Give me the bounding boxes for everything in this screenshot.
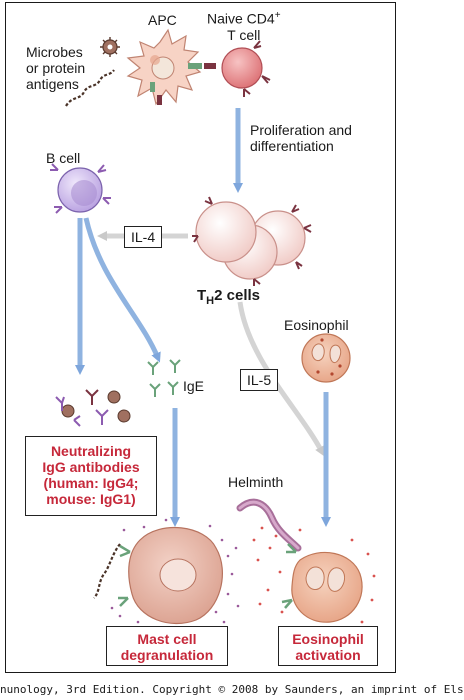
eosinophil-label: Eosinophil (284, 317, 349, 333)
th2-cells-label: TH2 cells (197, 287, 260, 308)
helminth-worm (236, 498, 302, 552)
microbes-label: Microbes or protein antigens (26, 44, 86, 92)
b-cell (50, 163, 111, 214)
neutralizing-igg-outcome: Neutralizing IgG antibodies (human: IgG4… (25, 436, 157, 516)
copyright-footer: nunology, 3rd Edition. Copyright © 2008 … (0, 683, 464, 696)
helminth-label: Helminth (228, 474, 284, 490)
th2-cells-cluster (192, 196, 312, 286)
proliferation-label: Proliferation and differentiation (250, 122, 352, 154)
diagram-canvas (50, 28, 376, 638)
apc-label: APC (148, 12, 177, 28)
mast-cell (93, 526, 223, 625)
ige-antibodies (147, 359, 181, 397)
microbe-icon (100, 37, 120, 57)
il4-label: IL-4 (124, 226, 163, 248)
il5-label: IL-5 (240, 369, 279, 391)
eosinophil-cell (301, 333, 351, 383)
arrow-bcell-to-ige (83, 217, 161, 363)
mhc-tcr-complex (150, 63, 216, 105)
activated-eosinophil (281, 543, 363, 623)
protein-antigen-strand (65, 69, 115, 107)
naive-t-cell (221, 40, 271, 97)
apc-cell (126, 28, 202, 106)
eosinophil-activation-outcome: Eosinophil activation (278, 626, 378, 666)
ige-label: IgE (183, 378, 205, 394)
naive-t-cell-label: Naive CD4+ T cell (207, 10, 281, 43)
mast-cell-degranulation-outcome: Mast cell degranulation (106, 626, 228, 666)
b-cell-label: B cell (46, 150, 81, 166)
igg-antigen-complexes (55, 389, 131, 427)
